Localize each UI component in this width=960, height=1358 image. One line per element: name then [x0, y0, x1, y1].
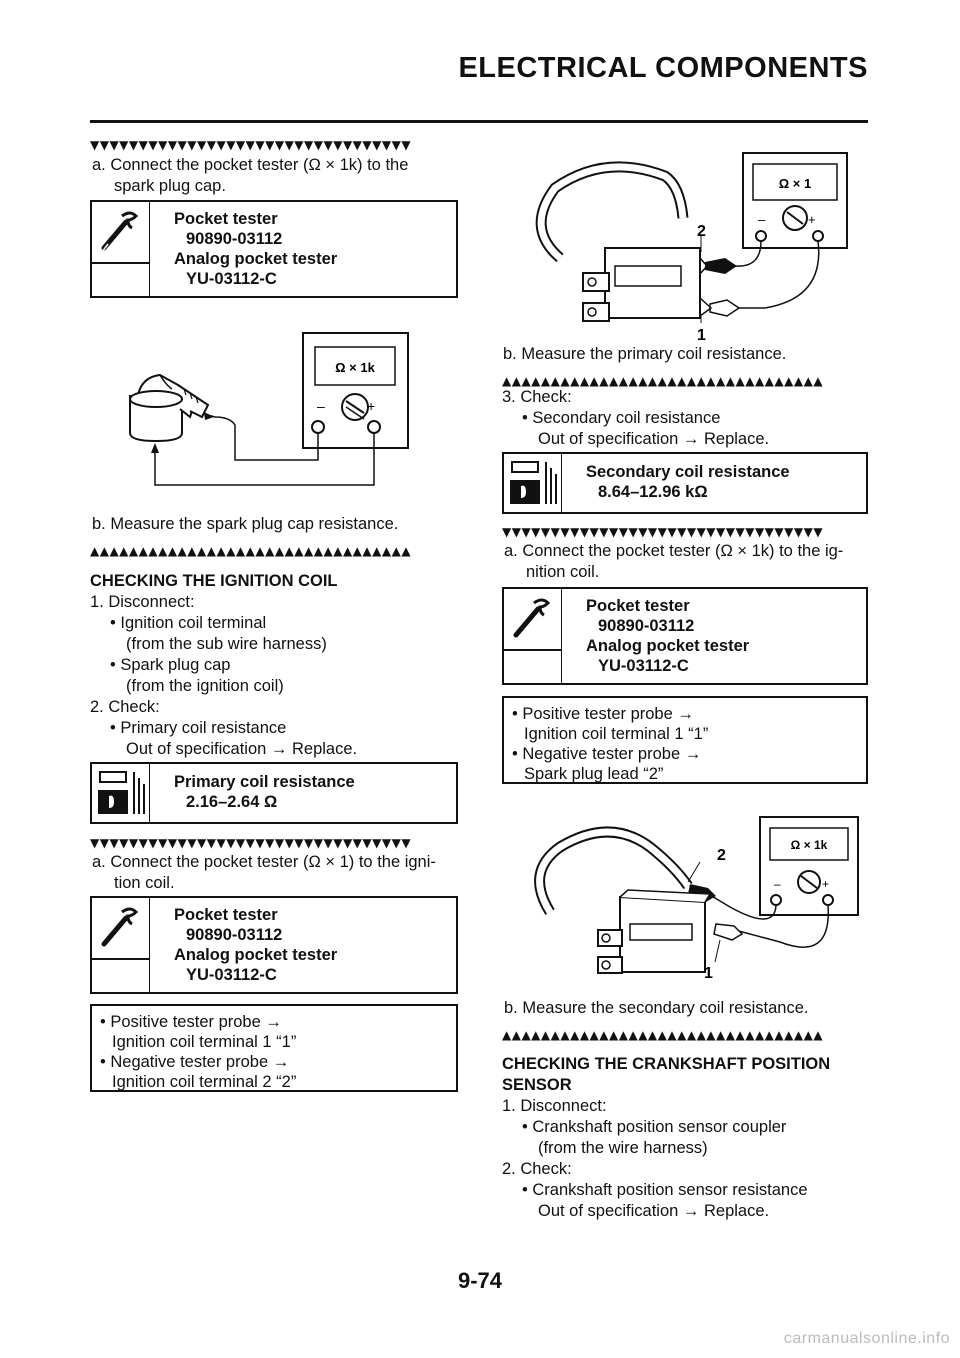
meter-spec-icon — [98, 771, 145, 814]
spec-icon-cell — [504, 454, 562, 512]
wrench-icon — [101, 211, 139, 253]
step-b-measure-primary: b. Measure the primary coil resistance. — [503, 345, 787, 363]
figure-spark-plug-cap: Ω × 1k – + — [129, 332, 409, 486]
svg-text:–: – — [774, 877, 781, 891]
triangle-divider-up: ▲▲▲▲▲▲▲▲▲▲▲▲▲▲▲▲▲▲▲▲▲▲▲▲▲▲▲▲▲▲▲▲▲ — [502, 374, 824, 388]
tool-name: Pocket tester — [174, 906, 278, 924]
tool-part-number: 90890-03112 — [186, 230, 283, 248]
step-a-connect-tester: a. Connect the pocket tester (Ω × 1k) to… — [92, 156, 409, 195]
meter-scale-label: Ω × 1 — [779, 176, 811, 191]
triangle-divider-up: ▲▲▲▲▲▲▲▲▲▲▲▲▲▲▲▲▲▲▲▲▲▲▲▲▲▲▲▲▲▲▲▲▲ — [502, 1028, 824, 1042]
tool-name-alt: Analog pocket tester — [174, 250, 338, 268]
meter-scale-label: Ω × 1k — [791, 838, 828, 852]
spec-title: Primary coil resistance — [174, 773, 355, 791]
section-heading-ignition-coil: CHECKING THE IGNITION COIL — [90, 572, 338, 590]
tool-part-number-alt: YU-03112-C — [186, 966, 277, 984]
spec-title: Secondary coil resistance — [586, 463, 790, 481]
ignition-coil-steps: 1. Disconnect: • Ignition coil terminal … — [90, 593, 358, 758]
tool-box-pocket-tester: Pocket tester 90890-03112 Analog pocket … — [90, 200, 458, 298]
tool-box-pocket-tester: Pocket tester 90890-03112 Analog pocket … — [90, 896, 458, 994]
wrench-icon — [101, 907, 139, 947]
tool-icon-cell — [92, 898, 150, 992]
tool-name: Pocket tester — [586, 597, 690, 615]
spec-value: 8.64–12.96 kΩ — [598, 483, 708, 501]
note-box-probe-connections: • Positive tester probe → Ignition coil … — [502, 696, 868, 784]
figure-secondary-coil-test: Ω × 1k – + 2 1 — [534, 816, 859, 982]
callout-2: 2 — [717, 847, 726, 864]
tool-name: Pocket tester — [174, 210, 278, 228]
callout-1: 1 — [704, 965, 713, 982]
svg-text:–: – — [317, 398, 325, 414]
spec-icon-cell — [92, 764, 150, 822]
secondary-check-step: 3. Check: • Secondary coil resistance Ou… — [502, 388, 770, 448]
triangle-divider-down: ▼▼▼▼▼▼▼▼▼▼▼▼▼▼▼▼▼▼▼▼▼▼▼▼▼▼▼▼▼▼▼▼▼ — [502, 525, 824, 539]
wrench-icon — [513, 598, 551, 638]
callout-2: 2 — [697, 223, 706, 240]
spec-box-primary-coil: Primary coil resistance 2.16–2.64 Ω — [90, 762, 458, 824]
meter-scale-label: Ω × 1k — [335, 360, 375, 375]
meter-spec-icon — [510, 461, 557, 504]
tool-icon-cell — [92, 202, 150, 296]
tool-part-number: 90890-03112 — [598, 617, 695, 635]
svg-text:+: + — [808, 212, 816, 227]
svg-text:+: + — [367, 398, 375, 414]
watermark: carmanualsonline.info — [783, 1330, 950, 1347]
spec-value: 2.16–2.64 Ω — [186, 793, 278, 811]
step-b-measure-cap: b. Measure the spark plug cap resistance… — [92, 515, 399, 533]
triangle-divider-down: ▼▼▼▼▼▼▼▼▼▼▼▼▼▼▼▼▼▼▼▼▼▼▼▼▼▼▼▼▼▼▼▼▼ — [90, 836, 412, 850]
crankshaft-sensor-steps: 1. Disconnect: • Crankshaft position sen… — [502, 1097, 808, 1220]
tool-part-number: 90890-03112 — [186, 926, 283, 944]
header-rule — [90, 120, 868, 123]
step-a-connect-tester-primary: a. Connect the pocket tester (Ω × 1) to … — [92, 853, 436, 892]
triangle-divider-down: ▼▼▼▼▼▼▼▼▼▼▼▼▼▼▼▼▼▼▼▼▼▼▼▼▼▼▼▼▼▼▼▼▼ — [90, 138, 412, 152]
tool-name-alt: Analog pocket tester — [586, 637, 750, 655]
spec-box-secondary-coil: Secondary coil resistance 8.64–12.96 kΩ — [502, 452, 868, 514]
figure-primary-coil-test: Ω × 1 – + 2 1 — [535, 152, 848, 343]
triangle-divider-up: ▲▲▲▲▲▲▲▲▲▲▲▲▲▲▲▲▲▲▲▲▲▲▲▲▲▲▲▲▲▲▲▲▲ — [90, 544, 412, 558]
tool-box-pocket-tester: Pocket tester 90890-03112 Analog pocket … — [502, 587, 868, 685]
step-b-measure-secondary: b. Measure the secondary coil resistance… — [504, 999, 809, 1017]
svg-text:–: – — [758, 212, 766, 227]
tool-part-number-alt: YU-03112-C — [598, 657, 689, 675]
section-heading-crankshaft-sensor: CHECKING THE CRANKSHAFT POSITION SENSOR — [502, 1055, 831, 1094]
step-a-connect-tester-secondary: a. Connect the pocket tester (Ω × 1k) to… — [504, 542, 844, 581]
svg-text:+: + — [822, 877, 829, 891]
tool-icon-cell — [504, 589, 562, 683]
tool-name-alt: Analog pocket tester — [174, 946, 338, 964]
page-number: 9-74 — [457, 1268, 503, 1293]
callout-1: 1 — [697, 327, 706, 343]
tool-part-number-alt: YU-03112-C — [186, 270, 277, 288]
page-title: ELECTRICAL COMPONENTS — [458, 52, 868, 84]
note-box-probe-connections: • Positive tester probe → Ignition coil … — [90, 1004, 458, 1092]
